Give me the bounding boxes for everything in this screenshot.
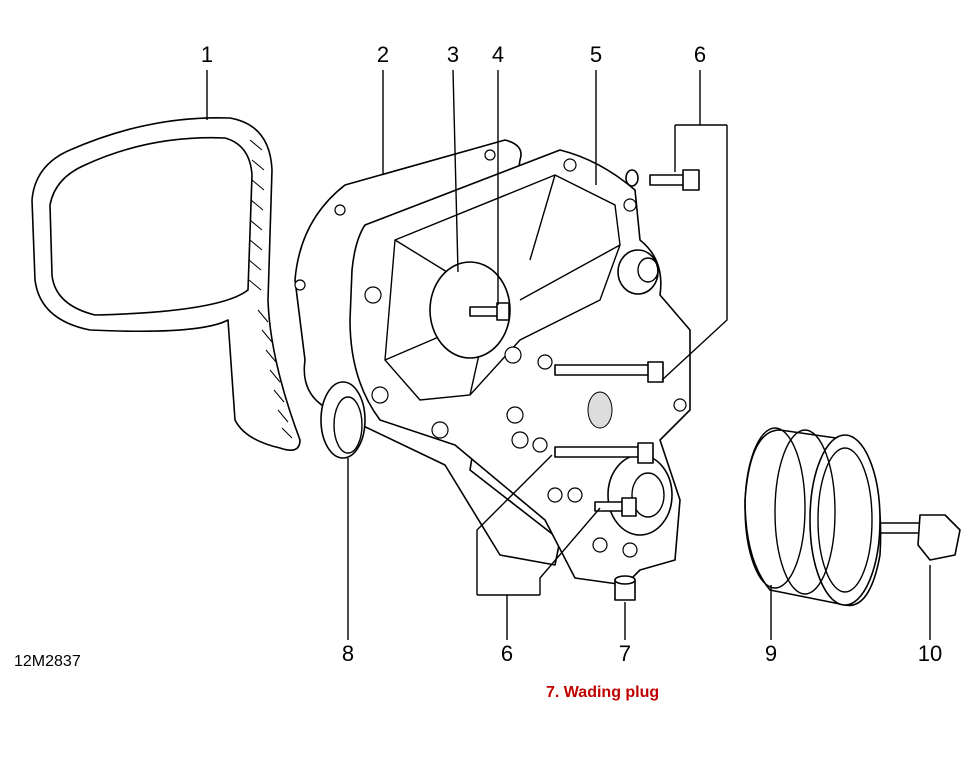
- crankshaft-pulley: [744, 427, 882, 607]
- wading-plug: [614, 575, 636, 601]
- callout-6-bottom: 6: [500, 641, 514, 666]
- callout-9: 9: [764, 641, 778, 666]
- callout-4: 4: [491, 42, 505, 67]
- diagram-caption: 7. Wading plug: [546, 684, 660, 701]
- callout-6-top: 6: [693, 42, 707, 67]
- callout-10: 10: [917, 641, 943, 666]
- callout-2: 2: [376, 42, 390, 67]
- leader-lines: [206, 69, 931, 640]
- oil-seal: [320, 381, 366, 459]
- front-cover: [294, 149, 691, 586]
- diagram-reference-code: 12M2837: [14, 653, 81, 670]
- callout-5: 5: [589, 42, 603, 67]
- callout-3: 3: [446, 42, 460, 67]
- callout-8: 8: [341, 641, 355, 666]
- callout-1: 1: [200, 42, 214, 67]
- bolts: [469, 169, 961, 561]
- cover-gasket: [294, 139, 561, 566]
- timing-belt: [31, 116, 301, 451]
- callout-7: 7: [618, 641, 632, 666]
